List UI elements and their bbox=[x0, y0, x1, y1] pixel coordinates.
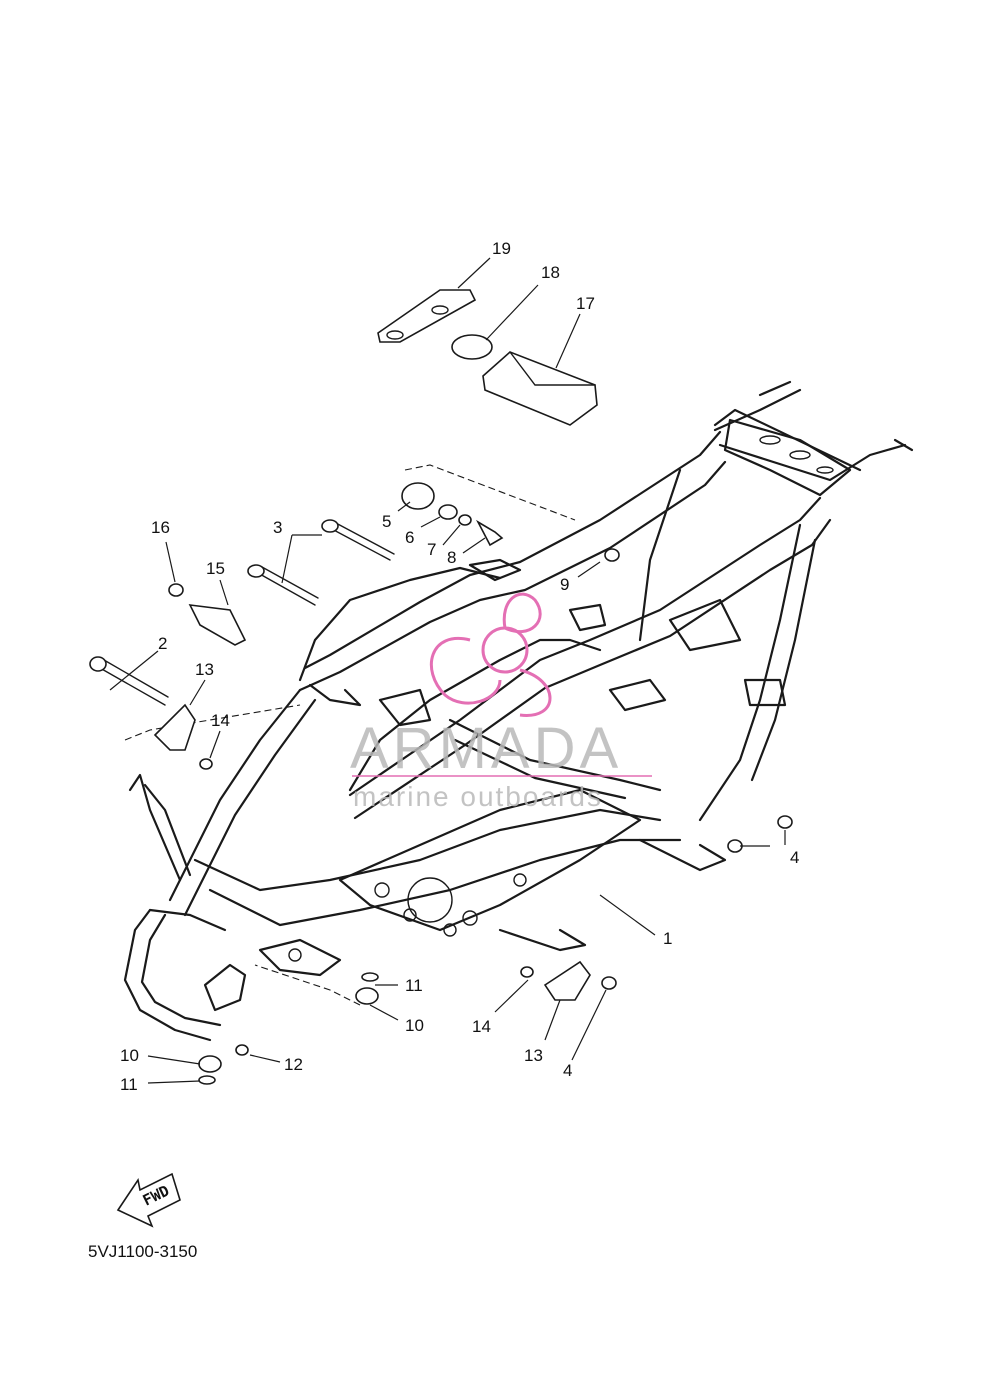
plate-13b-part bbox=[543, 960, 591, 1001]
tool-bag-part bbox=[482, 351, 598, 426]
callout-9: 9 bbox=[560, 575, 569, 594]
watermark-brand: ARMADA bbox=[350, 716, 622, 781]
bolt-3b-part bbox=[257, 572, 316, 606]
callout-6: 6 bbox=[405, 528, 414, 547]
loose-parts bbox=[89, 289, 793, 1085]
nut-9-part bbox=[604, 548, 620, 562]
callout-17: 17 bbox=[576, 294, 595, 313]
callout-2: 2 bbox=[158, 634, 167, 653]
callout-15: 15 bbox=[206, 559, 225, 578]
callout-10a: 10 bbox=[405, 1016, 424, 1035]
spacer-part bbox=[438, 504, 458, 520]
callout-13b: 13 bbox=[524, 1046, 543, 1065]
bolt-3a-part bbox=[329, 527, 391, 561]
o-ring-part bbox=[451, 334, 493, 360]
callout-labels: 19 18 17 5 6 7 8 9 3 16 15 2 13 14 4 1 1… bbox=[120, 239, 799, 1094]
callout-8: 8 bbox=[447, 548, 456, 567]
strap-part bbox=[377, 289, 477, 343]
armada-logo-icon bbox=[429, 592, 552, 717]
callout-19: 18 bbox=[541, 263, 560, 282]
o-ring-11a-part bbox=[361, 972, 379, 982]
o-ring-11b-part bbox=[198, 1075, 216, 1085]
callout-11a: 11 bbox=[405, 976, 423, 995]
bracket-15-part bbox=[188, 604, 247, 646]
forward-direction-arrow: FWD bbox=[116, 1172, 181, 1228]
callout-16: 16 bbox=[151, 518, 170, 537]
assembly-boundary-lines bbox=[124, 464, 576, 1006]
callout-5: 5 bbox=[382, 512, 391, 531]
armada-watermark: ARMADA marine outboards bbox=[350, 592, 652, 812]
plate-13a-part bbox=[153, 703, 196, 751]
callout-13a: 13 bbox=[195, 660, 214, 679]
callout-14b: 14 bbox=[472, 1017, 491, 1036]
bolt-14b-part bbox=[520, 966, 534, 978]
callout-14a: 14 bbox=[211, 711, 230, 730]
callout-11b: 11 bbox=[120, 1075, 138, 1094]
bolt-8-part bbox=[475, 519, 504, 547]
callout-4b: 4 bbox=[563, 1061, 572, 1080]
nut-4b-part bbox=[727, 839, 743, 853]
damper-10a-part bbox=[355, 987, 379, 1005]
callout-12: 12 bbox=[284, 1055, 303, 1074]
washer-part bbox=[458, 514, 472, 526]
bolt-2-part bbox=[99, 667, 166, 706]
diagram-code: 5VJ1100-3150 bbox=[88, 1242, 197, 1261]
watermark-tagline: marine outboards bbox=[353, 781, 603, 812]
callout-4a: 4 bbox=[790, 848, 799, 867]
damper-10b-part bbox=[198, 1055, 222, 1073]
nut-4c-part bbox=[601, 976, 617, 990]
nut-4a-part bbox=[777, 815, 793, 829]
bolt-16-part bbox=[168, 583, 184, 597]
callout-18: 19 bbox=[492, 239, 511, 258]
bolt-12-part bbox=[235, 1044, 249, 1056]
callout-3: 3 bbox=[273, 518, 282, 537]
callout-10b: 10 bbox=[120, 1046, 139, 1065]
fwd-arrow-icon bbox=[116, 1172, 181, 1228]
main-frame bbox=[123, 380, 914, 1042]
leader-lines bbox=[109, 257, 786, 1084]
bolt-14a-part bbox=[199, 758, 213, 770]
callout-1: 1 bbox=[663, 929, 672, 948]
callout-7: 7 bbox=[427, 540, 436, 559]
